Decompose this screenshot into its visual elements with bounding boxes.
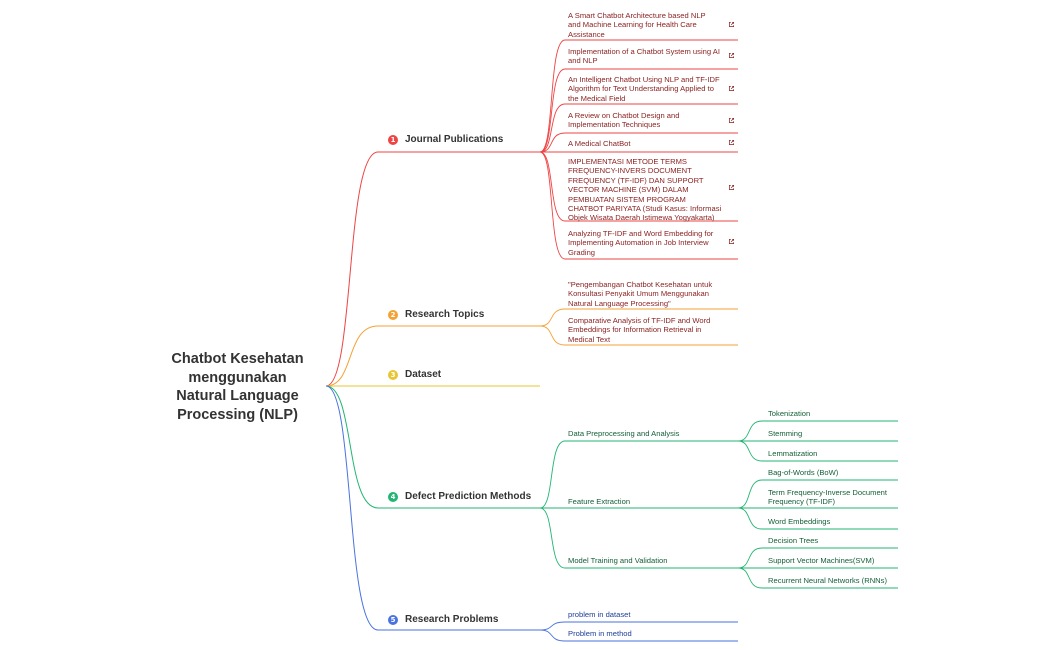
feature-item-bow[interactable]: Bag-of-Words (BoW) bbox=[768, 468, 839, 477]
journal-item[interactable]: IMPLEMENTASI METODE TERMS FREQUENCY-INVE… bbox=[568, 157, 722, 223]
journal-item[interactable]: A Smart Chatbot Architecture based NLP a… bbox=[568, 11, 706, 39]
journal-item[interactable]: A Review on Chatbot Design and Implement… bbox=[568, 111, 680, 130]
research-topic-item[interactable]: Comparative Analysis of TF-IDF and Word … bbox=[568, 316, 711, 344]
model-item-decision-trees[interactable]: Decision Trees bbox=[768, 536, 819, 545]
problem-item[interactable]: Problem in method bbox=[568, 629, 632, 638]
journal-item[interactable]: A Medical ChatBot bbox=[568, 139, 631, 148]
preprocessing-item-stemming[interactable]: Stemming bbox=[768, 429, 803, 438]
branch-research-topics[interactable]: 2 Research Topics bbox=[388, 309, 484, 320]
external-link-icon[interactable] bbox=[728, 139, 735, 146]
feature-item-word-embeddings[interactable]: Word Embeddings bbox=[768, 517, 831, 526]
defect-feature-extraction[interactable]: Feature Extraction bbox=[568, 497, 631, 506]
external-link-icon[interactable] bbox=[728, 184, 735, 191]
branch-number-badge: 5 bbox=[388, 614, 398, 625]
branch-research-problems[interactable]: 5 Research Problems bbox=[388, 614, 498, 625]
root-line-1: Chatbot Kesehatan bbox=[171, 351, 304, 367]
connector-defect bbox=[325, 385, 540, 509]
external-link-icon[interactable] bbox=[728, 85, 735, 92]
external-link-icon[interactable] bbox=[728, 238, 735, 245]
preprocessing-item-tokenization[interactable]: Tokenization bbox=[768, 409, 811, 418]
feature-item-tfidf[interactable]: Term Frequency-Inverse Document Frequenc… bbox=[768, 488, 888, 507]
journal-item[interactable]: An Intelligent Chatbot Using NLP and TF-… bbox=[568, 75, 720, 103]
branch-number-badge: 2 bbox=[388, 309, 398, 320]
model-item-svm[interactable]: Support Vector Machines(SVM) bbox=[768, 556, 875, 565]
branch-number-badge: 4 bbox=[388, 491, 398, 502]
branch-label: Journal Publications bbox=[405, 134, 504, 145]
branch-number-badge: 3 bbox=[388, 369, 398, 380]
connector-problems bbox=[325, 385, 540, 631]
branch-dataset[interactable]: 3 Dataset bbox=[388, 369, 441, 380]
journal-item[interactable]: Implementation of a Chatbot System using… bbox=[568, 47, 720, 66]
preprocessing-item-lemmatization[interactable]: Lemmatization bbox=[768, 449, 818, 458]
branch-journal-publications[interactable]: 1 Journal Publications bbox=[388, 134, 503, 145]
root-line-3: Natural Language bbox=[176, 388, 299, 404]
defect-model-training[interactable]: Model Training and Validation bbox=[568, 556, 668, 565]
external-link-icon[interactable] bbox=[728, 21, 735, 28]
root-topic[interactable]: Chatbot Kesehatan menggunakan Natural La… bbox=[160, 350, 315, 424]
external-link-icon[interactable] bbox=[728, 117, 735, 124]
model-item-rnn[interactable]: Recurrent Neural Networks (RNNs) bbox=[768, 576, 887, 585]
connector-topics bbox=[325, 325, 540, 387]
branch-number-badge: 1 bbox=[388, 134, 398, 145]
branch-label: Research Problems bbox=[405, 614, 499, 625]
branch-defect-prediction-methods[interactable]: 4 Defect Prediction Methods bbox=[388, 491, 531, 502]
problem-item[interactable]: problem in dataset bbox=[568, 610, 631, 619]
external-link-icon[interactable] bbox=[728, 52, 735, 59]
root-line-2: menggunakan bbox=[188, 369, 287, 386]
branch-label: Dataset bbox=[405, 369, 442, 380]
defect-data-preprocessing[interactable]: Data Preprocessing and Analysis bbox=[568, 429, 680, 438]
connector-journal bbox=[325, 151, 540, 387]
branch-label: Defect Prediction Methods bbox=[405, 491, 532, 502]
branch-label: Research Topics bbox=[405, 309, 485, 320]
research-topic-item[interactable]: "Pengembangan Chatbot Kesehatan untuk Ko… bbox=[568, 280, 713, 308]
root-line-4: Processing (NLP) bbox=[177, 406, 298, 423]
journal-item[interactable]: Analyzing TF-IDF and Word Embedding for … bbox=[568, 229, 714, 257]
